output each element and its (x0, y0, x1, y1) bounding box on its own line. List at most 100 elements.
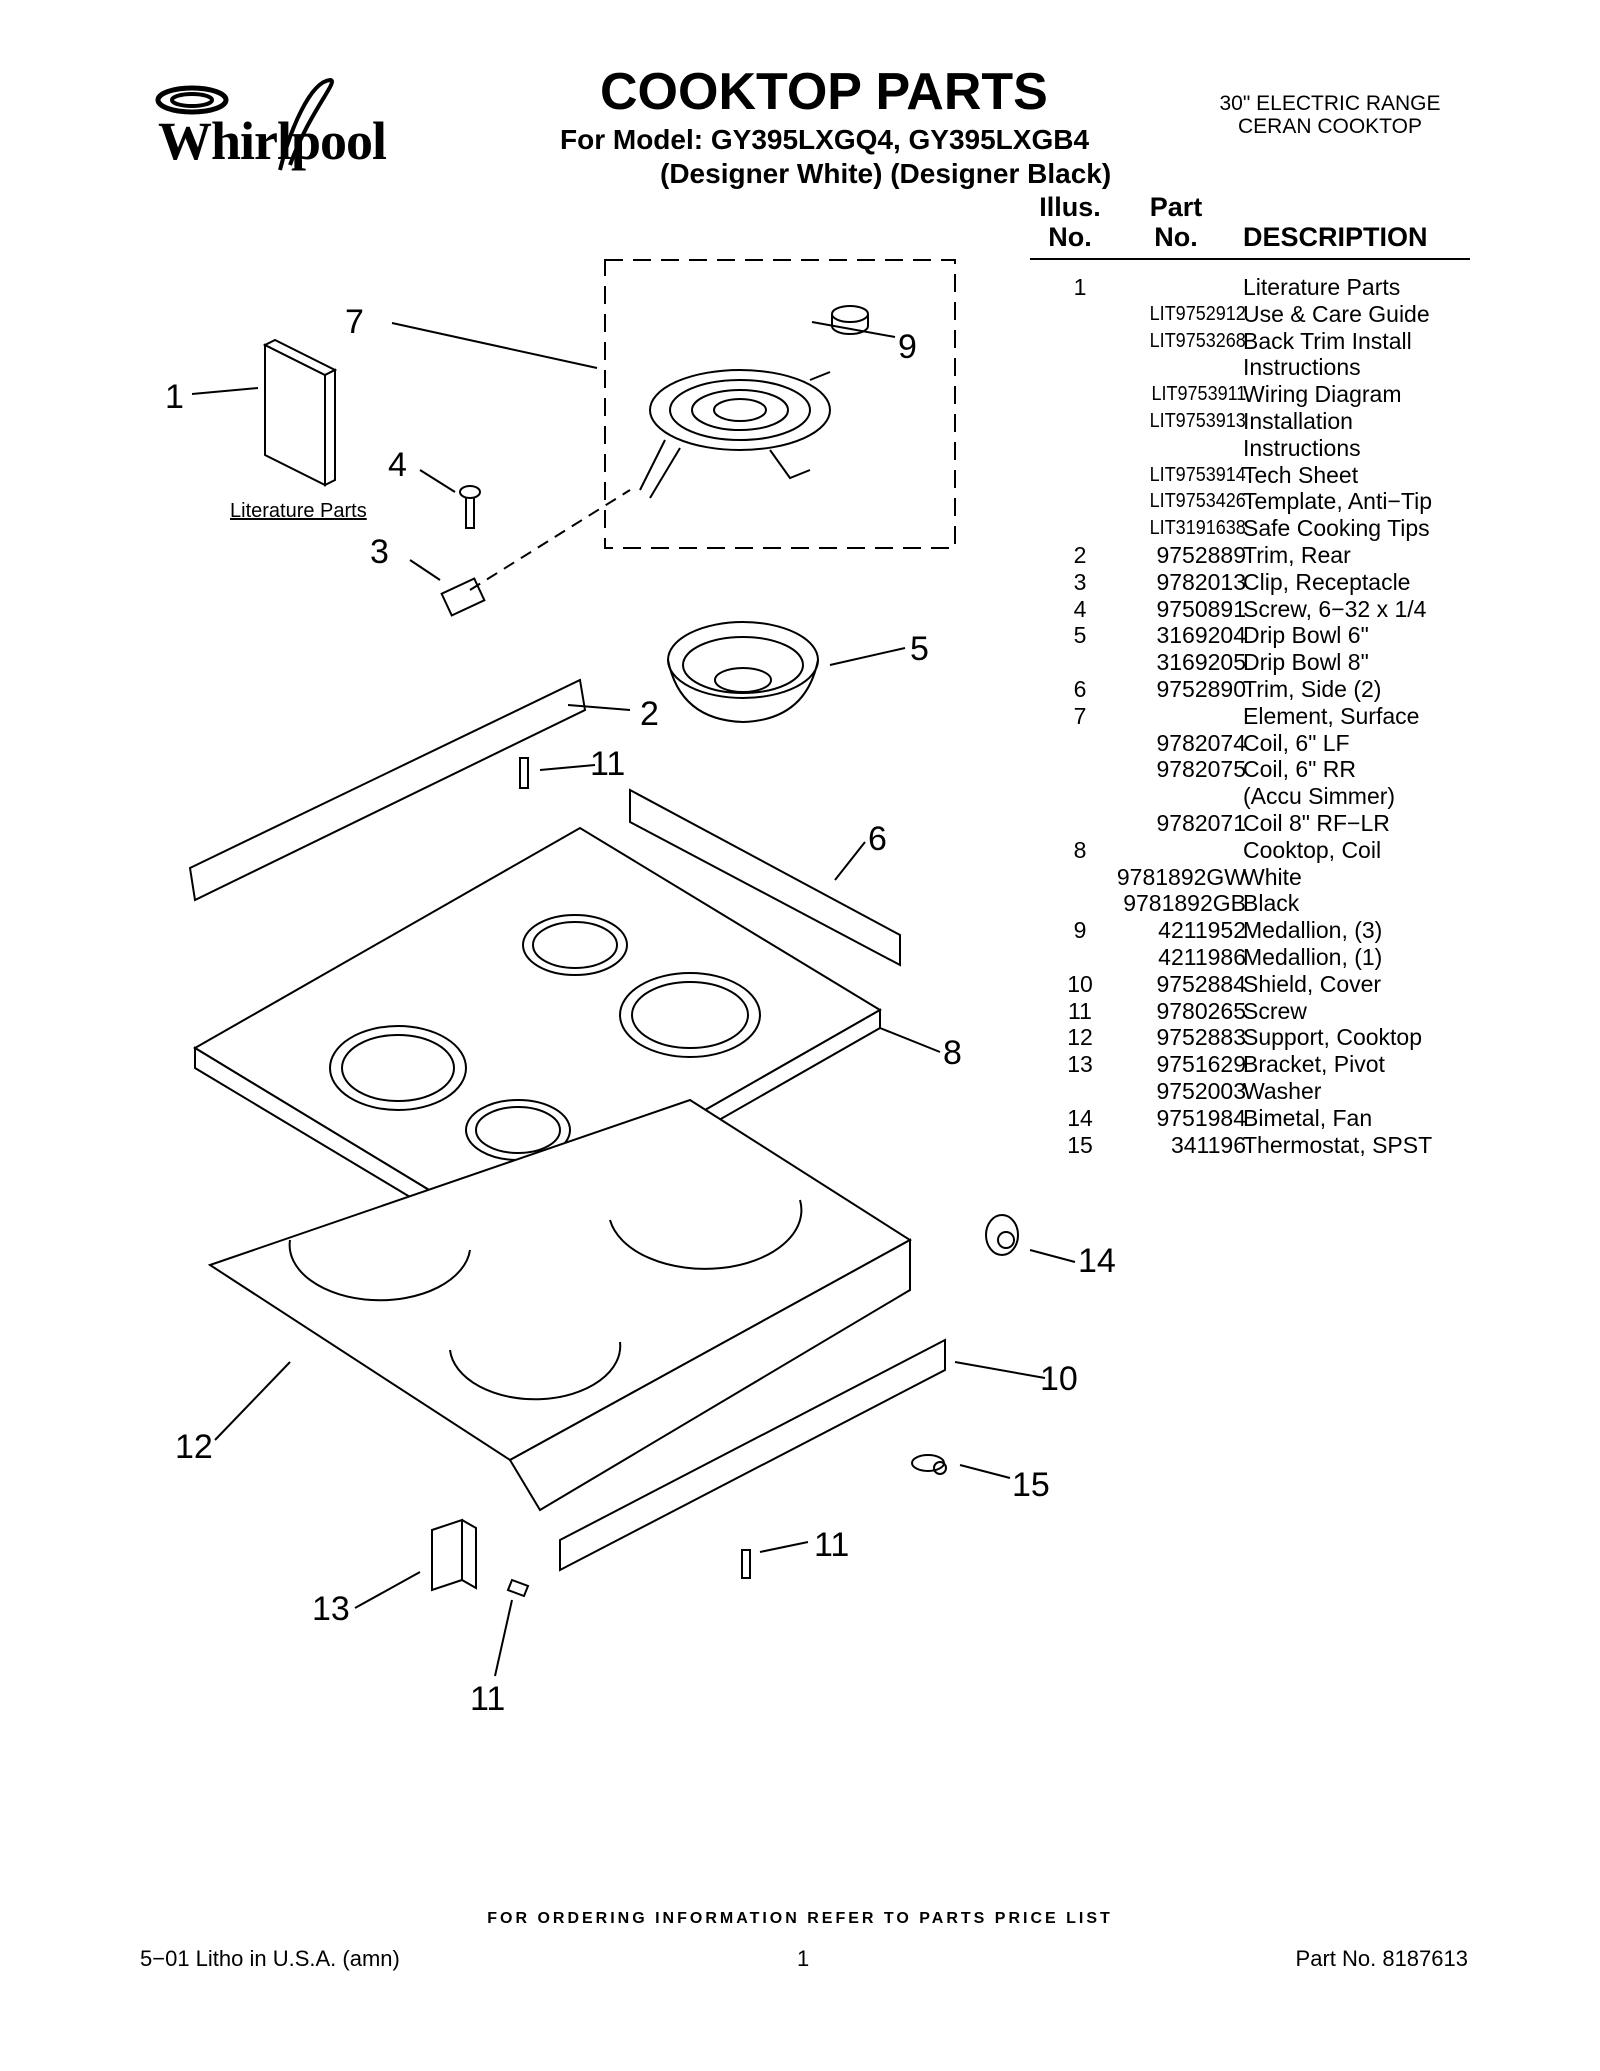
illus-number: 5 (1073, 622, 1087, 649)
part-number-cell: 9782071 (1156, 809, 1246, 836)
brand-name: Whirlpool (158, 111, 387, 171)
part-number-cell: 9780265 (1156, 997, 1246, 1024)
illus-number: 7 (1073, 702, 1087, 729)
description-cell: Coil, 6" LF (1243, 729, 1350, 756)
description-cell: Bimetal, Fan (1243, 1104, 1373, 1131)
description-cell: Template, Anti−Tip (1243, 488, 1432, 515)
part-number-cell: 9782074 (1156, 729, 1246, 756)
callout-8: 8 (943, 1034, 962, 1072)
part-number-cell: 4211952 (1158, 917, 1246, 944)
callout-1: 1 (165, 378, 184, 416)
part-number-cell: 9752889 (1156, 541, 1246, 568)
range-type: 30" ELECTRIC RANGE CERAN COOKTOP (1180, 92, 1480, 138)
element-connector-line (469, 489, 631, 591)
description-cell: Literature Parts (1243, 274, 1401, 300)
illus-number: 2 (1073, 541, 1087, 568)
medallion-icon (831, 305, 869, 335)
page-number: 1 (797, 1946, 810, 1971)
description-cell: Coil 8" RF−LR (1243, 809, 1390, 836)
part-header-line-2: No. (1154, 222, 1198, 252)
description-cell: Support, Cooktop (1243, 1024, 1423, 1051)
illus-number: 9 (1073, 917, 1087, 944)
description-cell: Drip Bowl 6" (1243, 622, 1369, 649)
part-number-cell: 341196 (1170, 1131, 1246, 1158)
illus-number: 14 (1067, 1104, 1093, 1131)
part-number-cell: 9782013 (1156, 568, 1246, 595)
callout-11-mid: 11 (814, 1526, 850, 1564)
part-number-cell: 9752890 (1156, 675, 1246, 702)
illus-number: 8 (1073, 836, 1087, 863)
ordering-note: FOR ORDERING INFORMATION REFER TO PARTS … (487, 1910, 1113, 1927)
illus-number: 6 (1073, 675, 1087, 702)
part-number-cell: LIT9752912 (1149, 302, 1246, 325)
description-cell: Safe Cooking Tips (1243, 515, 1430, 542)
part-number-cell: 4211986 (1158, 943, 1246, 970)
part-number: Part No. 8187613 (1295, 1946, 1468, 1971)
screw-icon (506, 1578, 530, 1598)
part-number-cell: LIT9753911 (1151, 383, 1246, 406)
description-cell: Instructions (1243, 354, 1361, 381)
part-number-cell: 3169204 (1156, 622, 1246, 649)
screw-icon (459, 485, 481, 529)
page-title: COOKTOP PARTS (600, 63, 1048, 121)
litho-text: 5−01 Litho in U.S.A. (amn) (140, 1946, 400, 1971)
thermostat-icon (911, 1454, 947, 1475)
part-number-cell: LIT3191638 (1149, 517, 1246, 540)
callout-12: 12 (175, 1428, 213, 1466)
description-cell: Screw, 6−32 x 1/4 (1243, 595, 1427, 622)
screw-icon (741, 1549, 751, 1579)
description-cell: Medallion, (3) (1243, 917, 1383, 944)
illus-header-line-1: Illus. (1039, 192, 1101, 222)
callout-15: 15 (1012, 1466, 1050, 1504)
illus-number: 11 (1068, 997, 1092, 1024)
callout-2: 2 (640, 695, 659, 733)
illus-number: 12 (1067, 1024, 1093, 1051)
shield-cover-icon (559, 1338, 946, 1572)
part-number-cell: 9752884 (1156, 970, 1246, 997)
literature-booklet-icon (262, 338, 338, 487)
coil-element-icon (639, 369, 831, 499)
description-cell: Washer (1243, 1077, 1322, 1104)
callout-7: 7 (345, 303, 364, 341)
table-row: Instructions (1030, 354, 1490, 381)
range-type-line-1: 30" ELECTRIC RANGE (1219, 92, 1441, 115)
part-number-cell: LIT9753426 (1149, 490, 1246, 513)
callout-3: 3 (370, 533, 389, 571)
description-cell: Clip, Receptacle (1243, 568, 1411, 595)
part-header: Part No. (1126, 192, 1226, 252)
description-cell: Back Trim Install (1243, 327, 1412, 354)
callout-11-bottom: 11 (470, 1680, 506, 1718)
callout-4: 4 (388, 446, 407, 484)
description-cell: Trim, Rear (1243, 541, 1351, 568)
side-trim-icon (629, 788, 901, 967)
description-cell: Installation (1243, 407, 1353, 434)
description-cell: Tech Sheet (1243, 461, 1359, 488)
part-number-cell: 9750891 (1156, 595, 1246, 622)
description-cell: Screw (1243, 997, 1307, 1024)
cooktop-support-icon (207, 1098, 912, 1512)
illus-header-line-2: No. (1048, 222, 1092, 252)
callout-9: 9 (898, 328, 917, 366)
logo-swirl-icon (155, 77, 334, 171)
description-cell: Drip Bowl 8" (1243, 649, 1369, 676)
part-number-cell: 3169205 (1156, 649, 1246, 676)
